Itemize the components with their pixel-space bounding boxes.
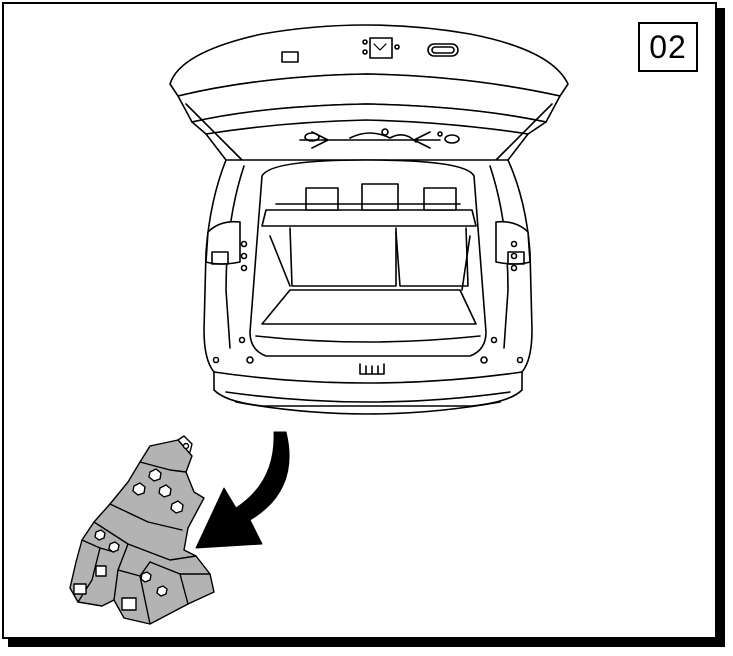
bracket-module-part (69, 435, 215, 625)
curved-arrow-icon (195, 431, 290, 549)
vehicle-rear-view (169, 24, 569, 415)
open-tailgate (169, 24, 569, 165)
vehicle-body (203, 159, 533, 415)
step-number-badge: 02 (638, 22, 698, 72)
